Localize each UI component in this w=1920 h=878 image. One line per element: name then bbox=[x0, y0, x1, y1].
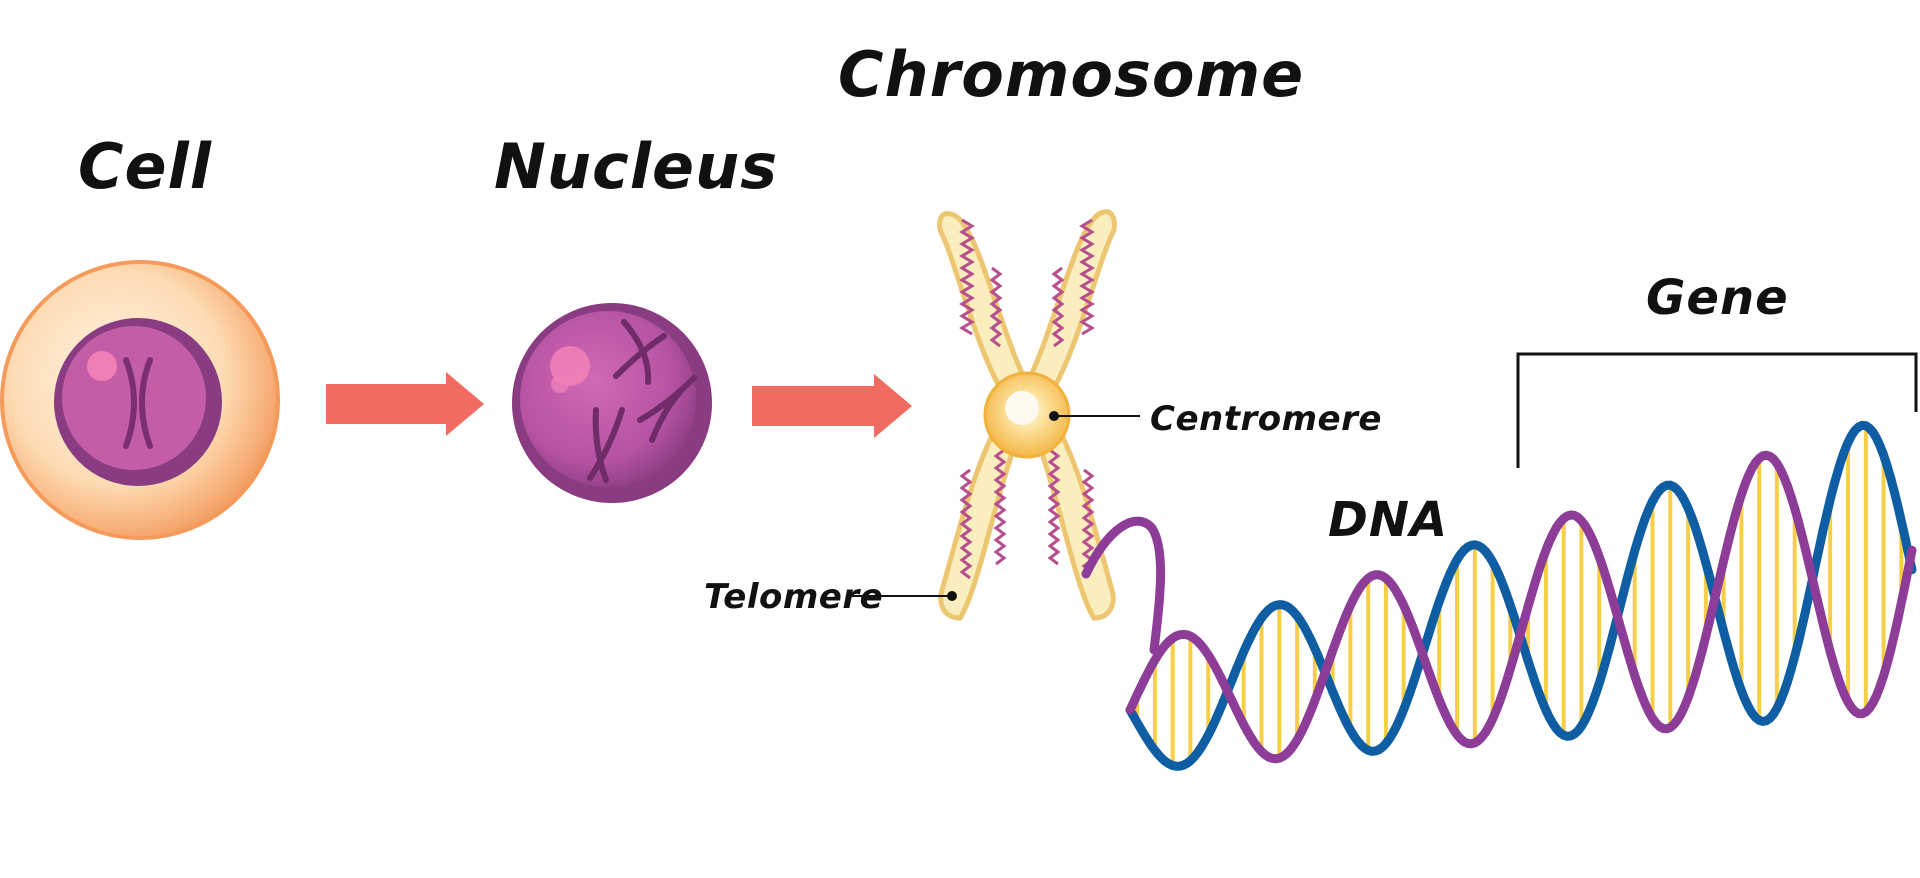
gene-bracket bbox=[1516, 352, 1918, 468]
telomere-label: Telomere bbox=[704, 577, 883, 617]
gene-title: Gene bbox=[1646, 270, 1789, 326]
centromere-label: Centromere bbox=[1150, 399, 1382, 439]
dna-title: DNA bbox=[1328, 492, 1448, 548]
chromosome-title: Chromosome bbox=[838, 38, 1304, 111]
chromosome-icon bbox=[937, 209, 1117, 621]
dna-helix-icon bbox=[1081, 420, 1917, 771]
cell-icon bbox=[0, 260, 280, 540]
nucleus-icon bbox=[512, 303, 712, 503]
arrow-right-icon bbox=[752, 374, 912, 438]
telomere-label-group: Telomere bbox=[704, 577, 957, 617]
centromere-label-group: Centromere bbox=[1049, 399, 1382, 439]
nucleus-title: Nucleus bbox=[494, 130, 778, 203]
dna-strand-purple bbox=[1125, 450, 1917, 764]
cell-title: Cell bbox=[78, 130, 212, 203]
dna-strand-tail bbox=[1081, 516, 1166, 655]
arrow-right-icon bbox=[326, 372, 484, 436]
